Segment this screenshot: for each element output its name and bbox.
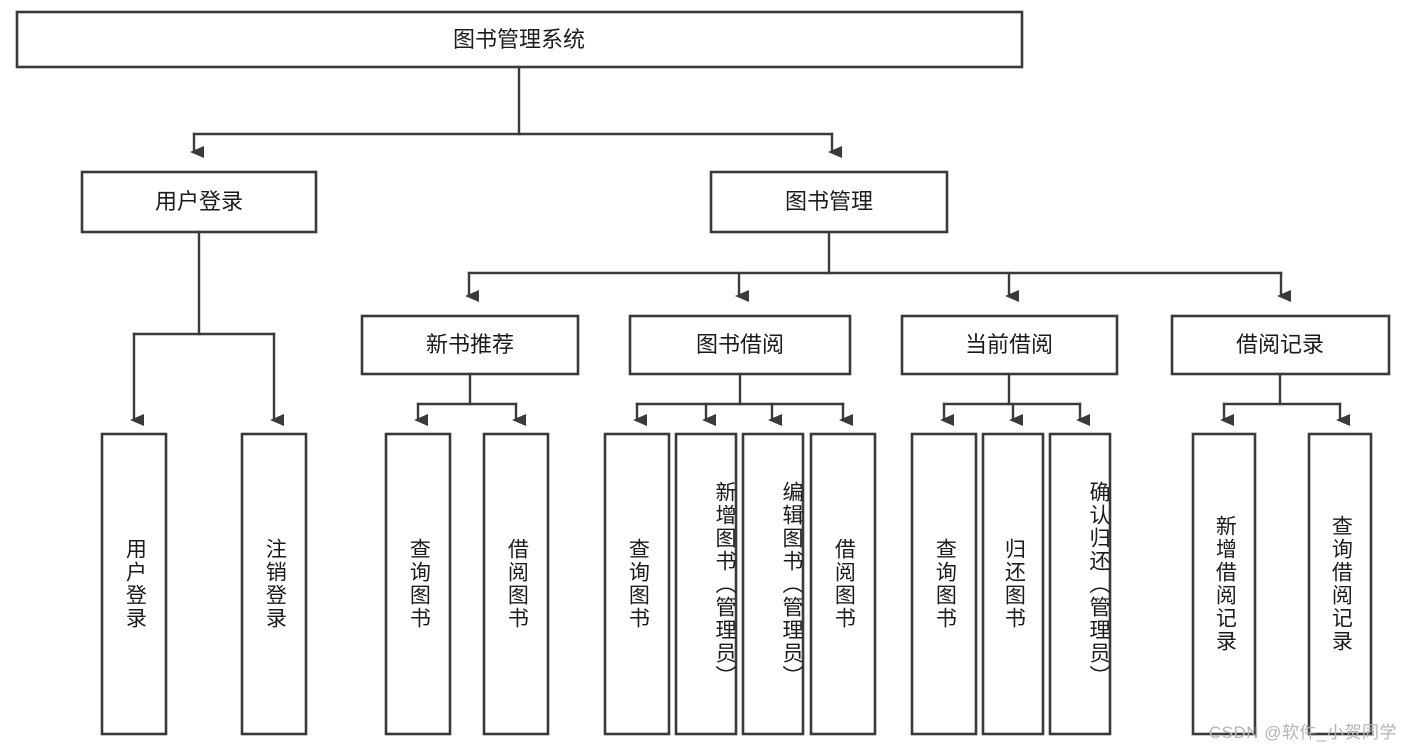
- leaf-box-query-book-2[interactable]: [603, 432, 671, 736]
- node-current-borrow-label: 当前借阅: [965, 332, 1053, 357]
- connector-book-borrow-to-leaves: [633, 372, 853, 426]
- leaf-box-confirm-return[interactable]: [1048, 432, 1112, 736]
- leaf-box-add-book[interactable]: [674, 432, 738, 736]
- node-book-borrow[interactable]: 图书借阅: [628, 314, 852, 376]
- connector-borrow-record-to-leaves: [1220, 372, 1350, 426]
- node-user-login-label: 用户登录: [155, 189, 243, 214]
- connector-new-book-recommend-to-leaves: [414, 372, 526, 426]
- node-root[interactable]: 图书管理系统: [15, 10, 1024, 69]
- node-user-login[interactable]: 用户登录: [80, 170, 318, 234]
- node-current-borrow[interactable]: 当前借阅: [900, 314, 1119, 376]
- leaf-box-borrow-book-1[interactable]: [482, 432, 550, 736]
- leaf-box-query-book-3[interactable]: [910, 432, 978, 736]
- connector-book-management-to-level3: [465, 230, 1291, 302]
- node-book-management-label: 图书管理: [785, 189, 873, 214]
- node-new-book-recommend-box[interactable]: [360, 314, 580, 376]
- node-current-borrow-box[interactable]: [900, 314, 1119, 376]
- node-new-book-recommend[interactable]: 新书推荐: [360, 314, 580, 376]
- leaf-box-query-book-1[interactable]: [384, 432, 452, 736]
- leaf-box-user-login[interactable]: [100, 432, 168, 736]
- node-root-box[interactable]: [15, 10, 1024, 69]
- leaf-box-add-borrow-record[interactable]: [1191, 432, 1257, 736]
- node-borrow-record-label: 借阅记录: [1236, 332, 1324, 357]
- node-new-book-recommend-label: 新书推荐: [426, 332, 514, 357]
- node-borrow-record[interactable]: 借阅记录: [1170, 314, 1391, 376]
- leaf-box-borrow-book-2[interactable]: [809, 432, 877, 736]
- leaf-boxes: [100, 432, 1373, 736]
- leaf-box-query-borrow-record[interactable]: [1307, 432, 1373, 736]
- connector-current-borrow-to-leaves: [940, 372, 1090, 426]
- node-user-login-box[interactable]: [80, 170, 318, 234]
- node-book-borrow-label: 图书借阅: [696, 332, 784, 357]
- node-book-management[interactable]: 图书管理: [709, 170, 949, 234]
- leaf-box-edit-book[interactable]: [741, 432, 805, 736]
- leaf-box-return-book[interactable]: [981, 432, 1045, 736]
- csdn-watermark: CSDN @软件_小贺同学: [1208, 723, 1397, 742]
- node-root-label: 图书管理系统: [453, 27, 585, 52]
- leaf-box-logout[interactable]: [240, 432, 308, 736]
- connector-user-login-to-leaves: [130, 230, 284, 426]
- connector-root-to-level2: [190, 65, 842, 158]
